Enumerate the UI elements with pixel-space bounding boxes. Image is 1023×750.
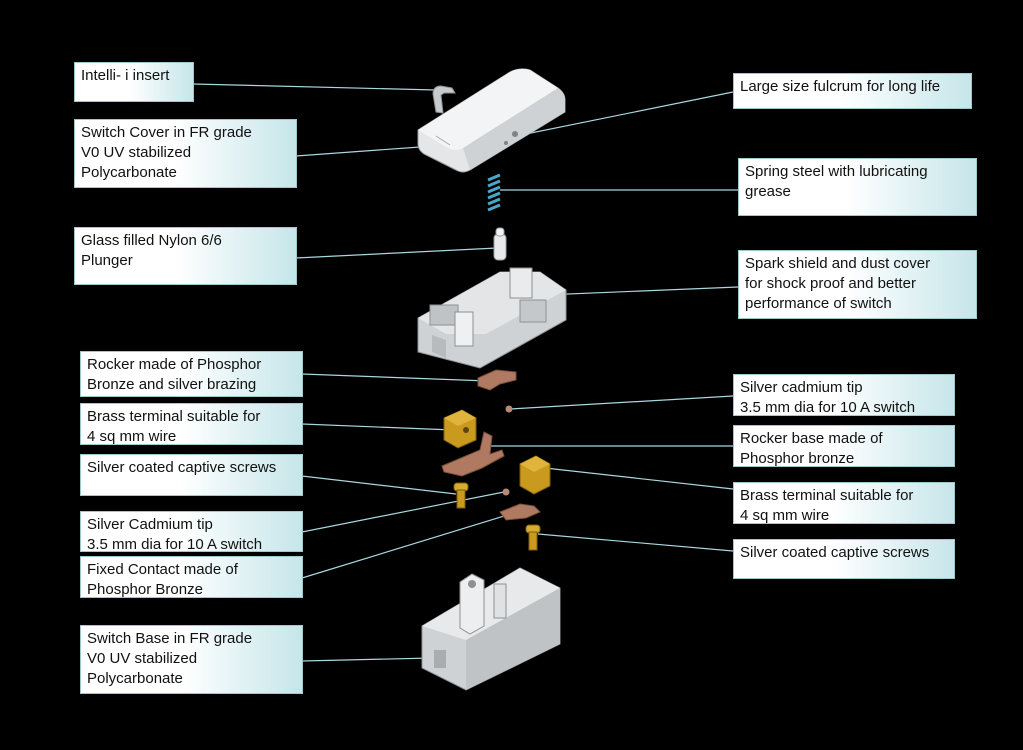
leader-line-brass-terminal-right: [544, 467, 734, 490]
leader-line-plunger: [295, 247, 498, 259]
rocker-base-part: [441, 431, 505, 477]
label-brass-terminal-right: Brass terminal suitable for 4 sq mm wire: [733, 482, 955, 524]
cadmium-tip-left-part: [502, 488, 510, 496]
label-cadmium-tip-right: Silver cadmium tip 3.5 mm dia for 10 A s…: [733, 374, 955, 416]
fixed-contact-part: [499, 503, 541, 521]
label-plunger: Glass filled Nylon 6/6 Plunger: [74, 227, 297, 285]
leader-line-switch-base: [301, 657, 433, 662]
switch-cover-part: [417, 68, 566, 173]
leader-line-brass-terminal-left: [301, 423, 454, 431]
captive-screw-left-part: [453, 482, 469, 509]
spring-part: [487, 173, 501, 212]
leader-line-cadmium-tip-right: [509, 395, 734, 410]
switch-base-part: [421, 567, 561, 691]
leader-line-rocker: [301, 373, 489, 382]
label-rocker-base: Rocker base made of Phosphor bronze: [733, 425, 955, 467]
rocker-part: [477, 369, 517, 391]
brass-terminal-left-part: [443, 409, 477, 449]
label-spark-shield: Spark shield and dust cover for shock pr…: [738, 250, 977, 319]
label-captive-screws-left: Silver coated captive screws: [80, 454, 303, 496]
cadmium-tip-right-part: [505, 405, 513, 413]
label-cadmium-tip-left: Silver Cadmium tip 3.5 mm dia for 10 A s…: [80, 511, 303, 553]
label-switch-cover: Switch Cover in FR grade V0 UV stabilize…: [74, 119, 297, 188]
intelli-insert-part: [432, 85, 456, 114]
label-captive-screws-right: Silver coated captive screws: [733, 539, 955, 579]
leader-line-fixed-contact: [301, 512, 515, 579]
brass-terminal-right-part: [519, 455, 551, 495]
leader-line-captive-screws-left: [301, 475, 457, 495]
spark-shield-part: [417, 267, 567, 369]
label-rocker: Rocker made of Phosphor Bronze and silve…: [80, 351, 303, 397]
leader-line-intelli-insert: [192, 83, 437, 91]
captive-screw-right-part: [525, 524, 541, 551]
plunger-part: [493, 227, 507, 261]
leader-line-switch-cover: [295, 146, 421, 157]
label-fixed-contact: Fixed Contact made of Phosphor Bronze: [80, 556, 303, 598]
leader-lines: [192, 83, 739, 662]
leader-line-cadmium-tip-left: [301, 491, 505, 533]
label-intelli-insert: Intelli- i insert: [74, 62, 194, 102]
label-brass-terminal-left: Brass terminal suitable for 4 sq mm wire: [80, 403, 303, 445]
leader-line-captive-screws-right: [537, 533, 734, 552]
label-switch-base: Switch Base in FR grade V0 UV stabilized…: [80, 625, 303, 694]
leader-line-fulcrum: [525, 91, 734, 135]
label-fulcrum: Large size fulcrum for long life: [733, 73, 972, 109]
label-spring: Spring steel with lubricating grease: [738, 158, 977, 216]
